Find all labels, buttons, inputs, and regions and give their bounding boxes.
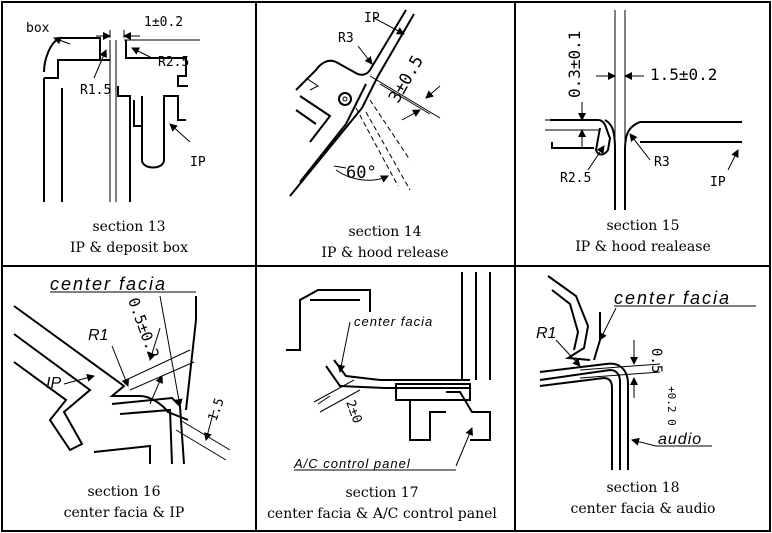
- section-16-title: section 16: [87, 484, 160, 500]
- section-17-panel: center facia 2±0 A/C control panel secti…: [267, 272, 497, 522]
- section-15-drawing: [545, 10, 742, 210]
- section-15-description: IP & hood realease: [575, 239, 711, 255]
- center-facia-label: center facia: [614, 288, 731, 308]
- radius-label: R3: [338, 31, 354, 46]
- small-dimension-label: 1.5: [206, 396, 228, 423]
- section-14-panel: IP R3 3±0.5 60° section 14 IP & hood rel…: [289, 9, 449, 261]
- ip-label: IP: [46, 375, 61, 392]
- section-14-description: IP & hood release: [321, 245, 448, 261]
- gap-dimension-label: 3±0.5: [385, 52, 428, 106]
- section-17-description: center facia & A/C control panel: [267, 506, 497, 522]
- section-17-title: section 17: [345, 485, 418, 501]
- box-label: box: [26, 21, 50, 36]
- section-13-drawing: [43, 30, 200, 202]
- audio-label: audio: [658, 431, 702, 448]
- section-13-description: IP & deposit box: [70, 240, 188, 256]
- ip-label: IP: [710, 175, 726, 190]
- section-16-drawing: [13, 291, 231, 465]
- gap-dimension-label: 2±0: [342, 398, 364, 425]
- vertical-dimension-label: 0.3±0.1: [565, 31, 584, 98]
- radius-label: R1: [88, 327, 108, 344]
- section-18-panel: center facia R1 0.5 +0.2 0 audio section…: [536, 275, 756, 517]
- center-facia-label: center facia: [50, 274, 167, 294]
- gap-dimension-label: 1±0.2: [144, 15, 183, 30]
- ip-label: IP: [364, 11, 380, 26]
- radius-right-label: R3: [654, 155, 670, 170]
- section-16-panel: center facia 0.5±0.2 R1 IP 1.5 section 1…: [13, 274, 231, 521]
- ac-control-panel-label: A/C control panel: [293, 456, 411, 471]
- section-13-panel: box 1±0.2 R1.5 R2.5 IP section 13 IP & d…: [26, 15, 206, 256]
- section-14-title: section 14: [348, 224, 421, 240]
- center-facia-label: center facia: [354, 314, 433, 329]
- gap-dimension-label: 0.5: [648, 348, 664, 373]
- section-15-panel: 0.3±0.1 1.5±0.2 R2.5 R3 IP section 15 IP…: [545, 10, 742, 255]
- section-18-drawing: [539, 275, 756, 470]
- radius-left-label: R1.5: [80, 83, 111, 98]
- section-15-title: section 15: [606, 218, 679, 234]
- gap-dimension-label: 0.5±0.2: [124, 295, 163, 361]
- section-13-title: section 13: [92, 219, 165, 235]
- angle-label: 60°: [346, 163, 377, 183]
- tolerance-label: +0.2 0: [665, 386, 678, 426]
- radius-right-label: R2.5: [158, 55, 189, 70]
- section-16-description: center facia & IP: [64, 505, 185, 521]
- radius-label: R1: [536, 325, 556, 342]
- ip-label: IP: [190, 155, 206, 170]
- section-14-drawing: [289, 9, 441, 197]
- section-18-description: center facia & audio: [571, 501, 716, 517]
- radius-left-label: R2.5: [560, 171, 591, 186]
- section-17-drawing: [286, 272, 491, 471]
- section-18-title: section 18: [606, 480, 679, 496]
- gap-dimension-label: 1.5±0.2: [650, 65, 717, 84]
